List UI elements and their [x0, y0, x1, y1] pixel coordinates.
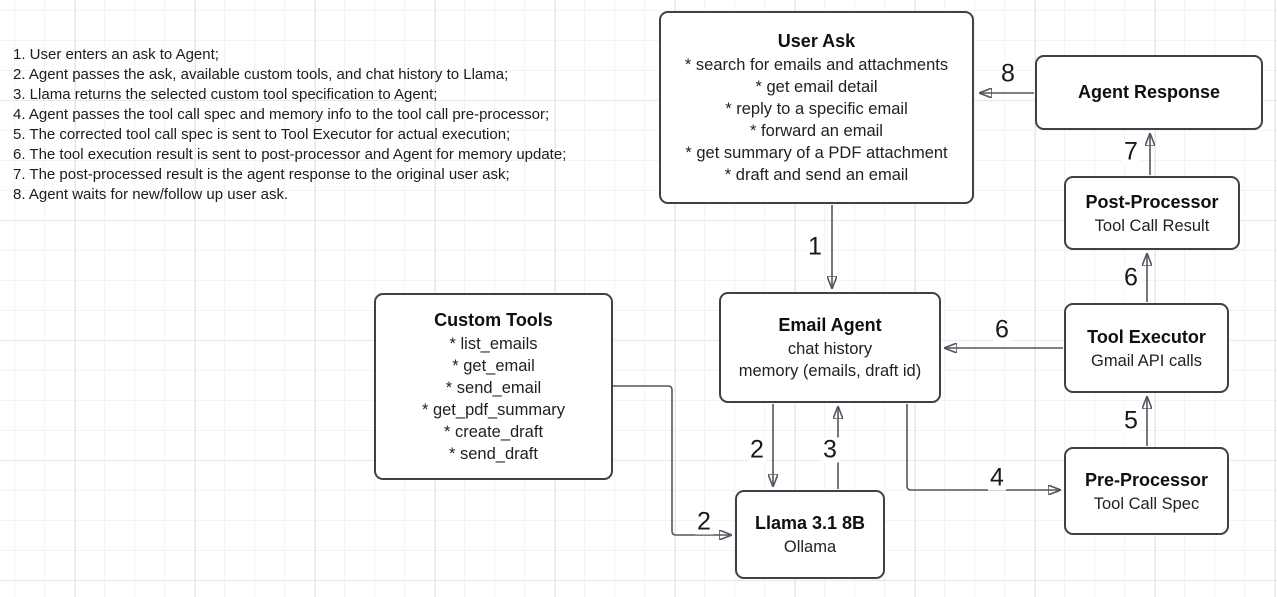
step-notes: 1. User enters an ask to Agent; 2. Agent… [13, 45, 566, 205]
step-note: 3. Llama returns the selected custom too… [13, 86, 438, 103]
tool-executor-subtitle: Gmail API calls [1091, 351, 1202, 370]
email-agent-node[interactable]: Email Agent chat history memory (emails,… [719, 292, 941, 403]
post-processor-subtitle: Tool Call Result [1094, 216, 1210, 235]
edge-label-2-email-agent: 2 [748, 435, 766, 464]
user-ask-title: User Ask [777, 31, 856, 51]
edge-label-3: 3 [821, 435, 839, 464]
user-ask-item: * get email detail [755, 78, 878, 96]
step-note: 8. Agent waits for new/follow up user as… [13, 186, 289, 203]
agent-response-node[interactable]: Agent Response [1035, 55, 1263, 130]
user-ask-item: * reply to a specific email [725, 100, 908, 118]
pre-processor-title: Pre-Processor [1084, 469, 1209, 490]
pre-processor-subtitle: Tool Call Spec [1093, 494, 1200, 513]
edge-label-7: 7 [1122, 137, 1140, 166]
agent-response-title: Agent Response [1077, 82, 1221, 102]
custom-tools-item: * get_email [452, 357, 535, 375]
post-processor-title: Post-Processor [1085, 191, 1219, 212]
user-ask-node[interactable]: User Ask * search for emails and attachm… [659, 11, 974, 204]
custom-tools-title: Custom Tools [434, 310, 553, 330]
llama-node[interactable]: Llama 3.1 8B Ollama [735, 490, 885, 579]
step-note: 6. The tool execution result is sent to … [13, 146, 567, 163]
custom-tools-item: * get_pdf_summary [421, 401, 566, 419]
edge-email-agent-to-pre-processor [906, 404, 1060, 490]
tool-executor-title: Tool Executor [1087, 326, 1206, 347]
edge-label-2-custom-tools: 2 [695, 507, 713, 536]
step-note: 7. The post-processed result is the agen… [13, 166, 510, 183]
user-ask-item: * search for emails and attachments [684, 56, 949, 74]
user-ask-item: * get summary of a PDF attachment [685, 144, 948, 162]
edge-label-8: 8 [999, 59, 1017, 88]
edge-label-4: 4 [988, 463, 1006, 492]
custom-tools-item: * send_draft [449, 445, 538, 463]
edge-label-6-vertical: 6 [1122, 263, 1140, 292]
custom-tools-node[interactable]: Custom Tools * list_emails * get_email *… [374, 293, 613, 480]
user-ask-item: * draft and send an email [724, 166, 909, 184]
step-note: 5. The corrected tool call spec is sent … [13, 126, 511, 143]
custom-tools-item: * list_emails [449, 335, 538, 353]
edge-custom-tools-to-llama [613, 385, 731, 535]
step-note: 4. Agent passes the tool call spec and m… [13, 106, 550, 123]
custom-tools-item: * send_email [445, 379, 542, 397]
llama-subtitle: Ollama [783, 538, 837, 556]
pre-processor-node[interactable]: Pre-Processor Tool Call Spec [1064, 447, 1229, 535]
custom-tools-item: * create_draft [443, 423, 544, 441]
user-ask-item: * forward an email [750, 122, 883, 140]
step-note: 2. Agent passes the ask, available custo… [13, 66, 509, 83]
edge-label-5: 5 [1122, 406, 1140, 435]
email-agent-line: memory (emails, draft id) [738, 362, 922, 380]
post-processor-node[interactable]: Post-Processor Tool Call Result [1064, 176, 1240, 250]
step-note: 1. User enters an ask to Agent; [13, 46, 219, 63]
edge-label-6-horizontal: 6 [993, 315, 1011, 344]
edge-label-1: 1 [806, 232, 824, 261]
email-agent-title: Email Agent [778, 315, 882, 335]
email-agent-line: chat history [787, 340, 873, 358]
llama-title: Llama 3.1 8B [754, 513, 866, 533]
tool-executor-node[interactable]: Tool Executor Gmail API calls [1064, 303, 1229, 393]
